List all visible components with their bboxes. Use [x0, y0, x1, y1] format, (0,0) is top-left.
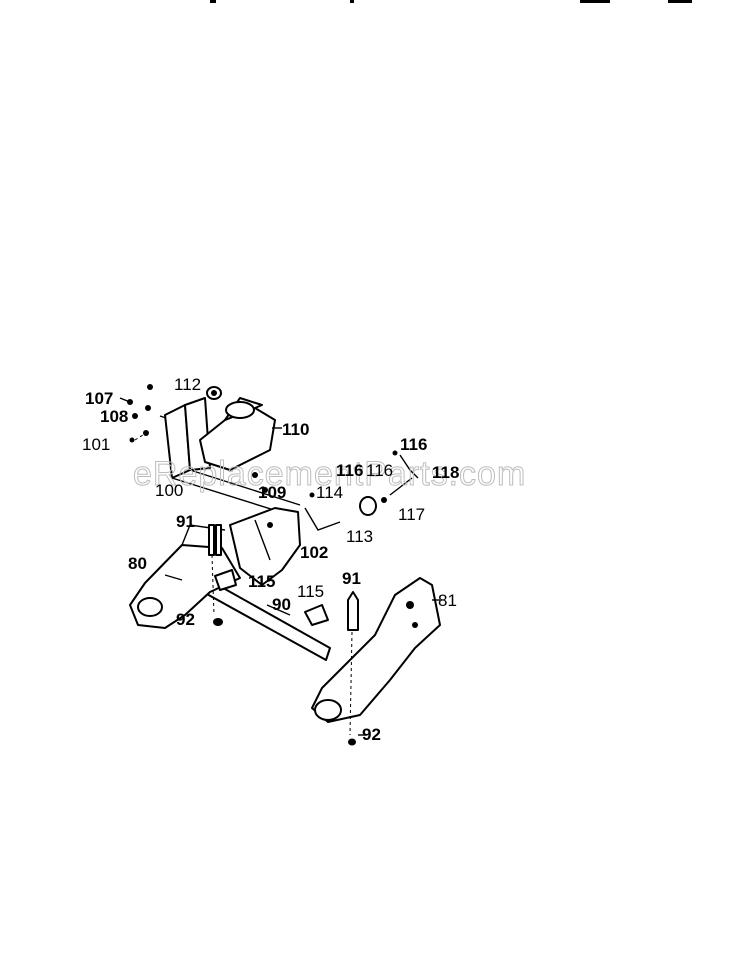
label-100: 100: [155, 481, 183, 500]
nut-92-right: [348, 738, 356, 746]
label-112: 112: [174, 375, 201, 394]
arm-81: [311, 577, 441, 723]
housing-110: [199, 397, 276, 471]
label-116-mid: 116: [366, 461, 393, 480]
top-edge-mark-2: [350, 0, 354, 3]
label-90: 90: [272, 595, 291, 614]
knob-117: [359, 450, 419, 516]
cap-112: [206, 386, 222, 400]
top-edge-mark-3: [580, 0, 610, 3]
pad-115: [304, 604, 329, 626]
top-edge-mark-1: [210, 0, 216, 3]
label-115-right: 115: [297, 582, 324, 601]
label-91-left: 91: [176, 512, 195, 531]
label-92-right: 92: [362, 725, 381, 744]
label-109: 109: [258, 483, 286, 502]
label-80: 80: [128, 554, 147, 573]
label-81: 81: [438, 591, 457, 610]
label-108: 108: [100, 407, 128, 426]
rod-113: [304, 492, 341, 531]
label-102: 102: [300, 543, 328, 562]
alignment-lines: [134, 432, 353, 736]
label-113: 113: [346, 527, 373, 546]
label-115-left: 115: [248, 572, 275, 591]
label-92-left: 92: [176, 610, 195, 629]
label-116-left: 116: [336, 461, 363, 480]
label-114: 114: [316, 483, 343, 502]
label-118: 118: [432, 463, 459, 482]
part-labels: 107 108 101 112 110 100 109 116 116 116 …: [82, 375, 459, 744]
label-107: 107: [85, 389, 113, 408]
pin-91-left: [208, 524, 222, 556]
label-116-top: 116: [400, 435, 427, 454]
label-110: 110: [282, 420, 309, 439]
top-edge-mark-4: [668, 0, 692, 3]
leader-lines: [119, 397, 440, 736]
label-117: 117: [398, 505, 425, 524]
arm-80: [129, 524, 241, 629]
watermark: eReplacementParts.com: [133, 455, 526, 493]
nut-92-left: [213, 618, 223, 626]
label-101: 101: [82, 435, 110, 454]
pin-91-right: [347, 591, 359, 631]
label-91-right: 91: [342, 569, 361, 588]
pad-115-left: [214, 569, 237, 591]
bracket-102: [229, 507, 301, 586]
